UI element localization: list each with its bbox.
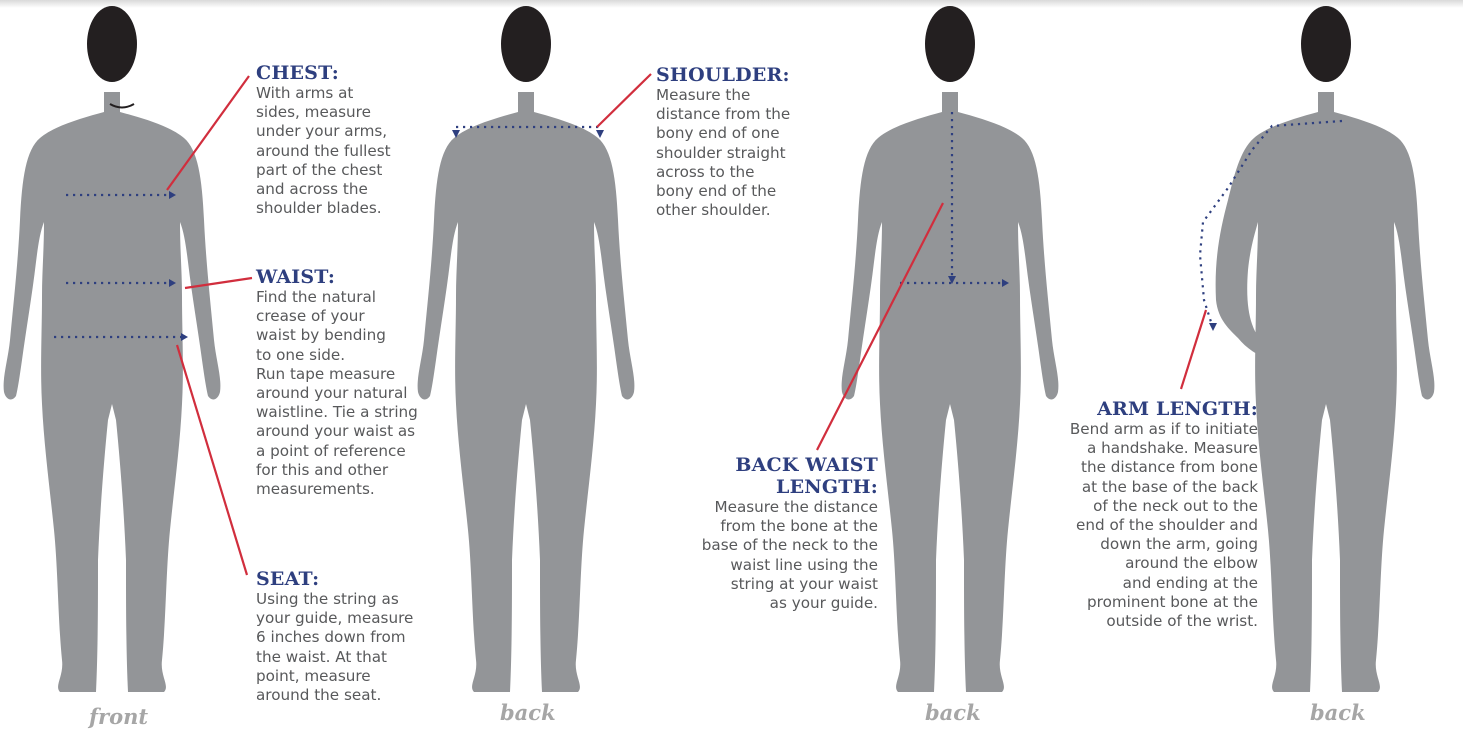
- shoulder-instruction: SHOULDER: Measure the distance from the …: [656, 64, 836, 220]
- seat-text: Using the string as your guide, measure …: [256, 590, 446, 705]
- figure-caption-back: back: [500, 700, 556, 725]
- chest-leader-line: [167, 76, 249, 190]
- shoulder-heading: SHOULDER:: [656, 64, 836, 86]
- back-waist-length-heading: BACK WAIST LENGTH:: [650, 454, 878, 498]
- arm-length-text: Bend arm as if to initiate a handshake. …: [1030, 420, 1258, 631]
- seat-heading: SEAT:: [256, 568, 446, 590]
- back-waist-length-instruction: BACK WAIST LENGTH: Measure the distance …: [650, 454, 878, 613]
- seat-arrow: [181, 333, 188, 341]
- arm-length-heading: ARM LENGTH:: [1030, 398, 1258, 420]
- shoulder-text: Measure the distance from the bony end o…: [656, 86, 836, 220]
- front-figure: [4, 6, 221, 692]
- shoulder-arrow-right: [596, 130, 604, 138]
- seat-instruction: SEAT: Using the string as your guide, me…: [256, 568, 446, 705]
- back-waist-length-text: Measure the distance from the bone at th…: [650, 498, 878, 613]
- figure-caption-front: front: [89, 704, 148, 729]
- waist-instruction: WAIST: Find the natural crease of your w…: [256, 266, 446, 499]
- arm-arrow: [1209, 323, 1217, 331]
- figure-caption-back: back: [925, 700, 981, 725]
- arm-length-instruction: ARM LENGTH: Bend arm as if to initiate a…: [1030, 398, 1258, 631]
- chest-heading: CHEST:: [256, 62, 446, 84]
- arm-leader-line: [1181, 310, 1206, 389]
- shoulder-leader-line: [597, 74, 651, 127]
- waist-text: Find the natural crease of your waist by…: [256, 288, 446, 499]
- chest-text: With arms at sides, measure under your a…: [256, 84, 446, 218]
- figure-caption-back: back: [1310, 700, 1366, 725]
- waist-heading: WAIST:: [256, 266, 446, 288]
- chest-instruction: CHEST: With arms at sides, measure under…: [256, 62, 446, 218]
- back-figure-shoulder: [418, 6, 635, 692]
